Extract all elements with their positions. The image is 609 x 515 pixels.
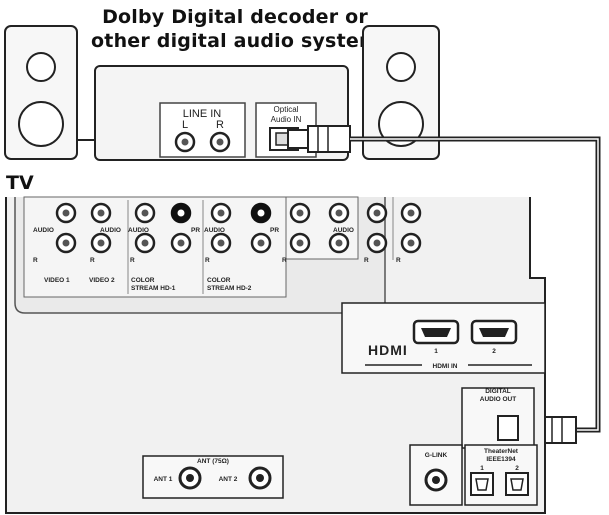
pr-label-1: PR	[191, 227, 200, 234]
audio-label-4: AUDIO	[204, 227, 225, 234]
line-in-l-jack	[174, 131, 196, 153]
color-stream-hd1-label-a: COLOR	[131, 277, 155, 284]
ant2-connector	[248, 466, 272, 490]
optical-label-2: Audio IN	[271, 115, 302, 124]
line-in-label: LINE IN	[183, 108, 222, 120]
hdmi-port-1-label: 1	[434, 348, 438, 355]
tv-back-panel	[5, 196, 546, 514]
ieee1394-label: IEEE1394	[486, 456, 516, 463]
r-label-4: R	[205, 257, 210, 264]
tv-label: TV	[6, 172, 34, 194]
r-label-3: R	[130, 257, 135, 264]
ant1-label: ANT 1	[154, 476, 173, 483]
digital-audio-out-section: DIGITAL AUDIO OUT	[461, 387, 535, 449]
line-in-r-jack	[209, 131, 231, 153]
line-in-l-label: L	[182, 119, 188, 131]
video2-label: VIDEO 2	[89, 277, 115, 284]
glink-section: G-LINK	[409, 444, 463, 506]
hdmi-in-label: HDMI IN	[433, 363, 458, 370]
theaternet-port-1-label: 1	[480, 465, 484, 472]
pr-label-2: PR	[270, 227, 279, 234]
color-stream-hd2-label-b: STREAM HD-2	[207, 285, 252, 292]
ant2-label: ANT 2	[219, 476, 238, 483]
color-stream-hd2-label-a: COLOR	[207, 277, 231, 284]
ant1-connector	[178, 466, 202, 490]
r-label-5: R	[282, 257, 287, 264]
digital-audio-out-label-1: DIGITAL	[485, 388, 511, 395]
hdmi-section: HDMI 1 2 HDMI IN	[341, 302, 546, 374]
r-label-1: R	[33, 257, 38, 264]
digital-audio-out-label-2: AUDIO OUT	[480, 396, 517, 403]
r-label-7: R	[396, 257, 401, 264]
device-title-line-1: Dolby Digital decoder or	[102, 6, 368, 28]
left-speaker	[4, 25, 78, 160]
audio-label-5: AUDIO	[333, 227, 354, 234]
color-stream-hd1-label-b: STREAM HD-1	[131, 285, 176, 292]
r-label-6: R	[364, 257, 369, 264]
theaternet-label: TheaterNet	[484, 448, 519, 455]
device-title-line-2: other digital audio system	[91, 30, 379, 52]
audio-label-1: AUDIO	[33, 227, 54, 234]
av-jacks-top-row	[55, 202, 422, 224]
line-in-r-label: R	[216, 119, 224, 131]
theaternet-section: TheaterNet IEEE1394 1 2	[464, 444, 538, 506]
theaternet-port-2-label: 2	[515, 465, 519, 472]
right-speaker	[362, 25, 440, 160]
ant-label: ANT (75Ω)	[197, 458, 229, 465]
av-jacks-bottom-row	[55, 232, 422, 254]
audio-label-2: AUDIO	[100, 227, 121, 234]
hdmi-logo: HDMI	[368, 342, 408, 358]
audio-label-3: AUDIO	[128, 227, 149, 234]
antenna-section: ANT (75Ω) ANT 1 ANT 2	[142, 455, 284, 499]
video1-label: VIDEO 1	[44, 277, 70, 284]
optical-label-1: Optical	[274, 105, 299, 114]
r-label-2: R	[90, 257, 95, 264]
glink-label: G-LINK	[425, 452, 448, 459]
hdmi-port-2-label: 2	[492, 348, 496, 355]
